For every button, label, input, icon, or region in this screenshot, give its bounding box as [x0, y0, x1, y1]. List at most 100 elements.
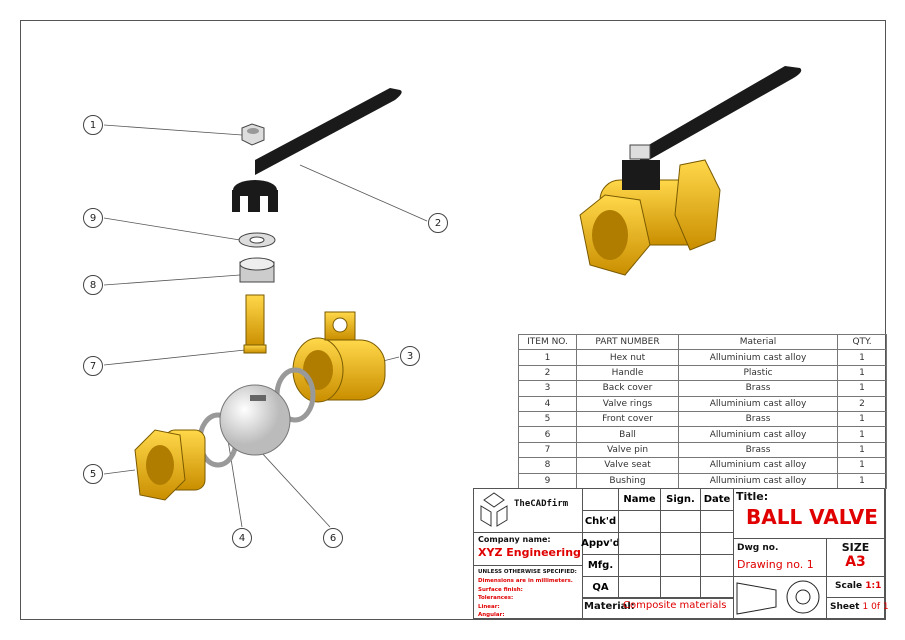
logo-cell [473, 488, 583, 533]
bom-cell: 8 [518, 457, 577, 474]
bom-cell: 1 [837, 380, 887, 397]
approval-cell: Mfg. [582, 554, 619, 577]
hex-nut-part [241, 123, 265, 146]
bom-cell: 6 [518, 426, 577, 443]
approval-cell [618, 510, 661, 533]
balloon-9: 9 [83, 208, 103, 228]
ball-part [219, 384, 291, 456]
bom-cell: Brass [678, 441, 838, 459]
bom-cell: Brass [678, 380, 838, 397]
bushing-part [238, 232, 276, 248]
bom-cell: Valve rings [576, 395, 679, 412]
note-line: Linear: [478, 603, 500, 610]
bom-header: QTY. [837, 333, 887, 351]
bom-cell: Brass [678, 410, 838, 428]
approval-cell: Sign. [660, 488, 701, 511]
bom-cell: Plastic [678, 364, 838, 382]
approval-cell [582, 488, 619, 511]
balloon-4: 4 [232, 528, 252, 548]
balloon-2: 2 [428, 213, 448, 233]
bom-cell: Handle [576, 364, 679, 382]
size-label: SIZE [841, 541, 870, 554]
approval-cell [660, 576, 701, 599]
balloon-6: 6 [323, 528, 343, 548]
bom-cell: 7 [518, 441, 577, 459]
bom-header: Material [678, 333, 838, 351]
company-name: XYZ Engineering [478, 546, 581, 559]
drawing-border [20, 20, 886, 620]
approval-cell [700, 554, 734, 577]
approval-cell: Date [700, 488, 734, 511]
bom-cell: 2 [518, 364, 577, 382]
approval-cell [700, 510, 734, 533]
balloon-5: 5 [83, 464, 103, 484]
drawing-title: BALL VALVE [746, 505, 878, 529]
approval-cell [618, 554, 661, 577]
bom-cell: 1 [837, 349, 887, 366]
scale-field: Scale 1:1 [835, 581, 881, 591]
note-line: Tolerances: [478, 595, 514, 601]
approval-cell [618, 532, 661, 555]
sheet-label: Sheet [830, 602, 860, 612]
front-cover-part [134, 429, 206, 501]
approval-cell [700, 532, 734, 555]
back-cover-part [292, 311, 386, 403]
projection-cell [733, 576, 827, 619]
bom-cell: Alluminium cast alloy [678, 395, 838, 412]
approval-cell: Chk'd [582, 510, 619, 533]
sheet-value: 1 0f 1 [862, 602, 889, 612]
material-label: Material: [584, 601, 635, 612]
scale-label: Scale [835, 581, 863, 591]
company-label: Company name: [478, 535, 551, 544]
balloon-1: 1 [83, 115, 103, 135]
bom-cell: 1 [837, 457, 887, 474]
notes-header: UNLESS OTHERWISE SPECIFIED: [478, 569, 577, 575]
bom-cell: Ball [576, 426, 679, 443]
bom-cell: Back cover [576, 380, 679, 397]
bom-header-row: ITEM NO. PART NUMBER Material QTY. [518, 333, 887, 351]
bom-header: ITEM NO. [518, 333, 577, 351]
dwg-number: Drawing no. 1 [737, 558, 814, 571]
logo-name: TheCADfirm [514, 499, 569, 509]
bom-cell: 1 [837, 410, 887, 428]
valve-pin-part [243, 294, 267, 354]
bom-cell: Bushing [576, 472, 679, 489]
note-line: Dimensions are in millimeters. [478, 578, 573, 584]
bom-cell: 1 [518, 349, 577, 366]
approval-cell: Name [618, 488, 661, 511]
bom-cell: 3 [518, 380, 577, 397]
bom-header: PART NUMBER [576, 333, 679, 351]
bom-cell: Alluminium cast alloy [678, 457, 838, 474]
title-label: Title: [736, 490, 769, 503]
bom-cell: 1 [837, 472, 887, 489]
approval-cell [618, 576, 661, 599]
material-value: Composite materials [623, 600, 727, 611]
bom-cell: 1 [837, 441, 887, 459]
bom-cell: 1 [837, 364, 887, 382]
balloon-3: 3 [400, 346, 420, 366]
projection-symbol [736, 580, 820, 615]
bom-cell: Valve seat [576, 457, 679, 474]
bom-cell: 4 [518, 395, 577, 412]
bom-cell: 5 [518, 410, 577, 428]
approval-cell [660, 554, 701, 577]
bom-cell: Alluminium cast alloy [678, 472, 838, 489]
balloon-7: 7 [83, 356, 103, 376]
valve-seat-part [239, 257, 275, 283]
bom-cell: 9 [518, 472, 577, 489]
bom-cell: Valve pin [576, 441, 679, 459]
note-line: Angular: [478, 612, 505, 618]
scale-value: 1:1 [865, 581, 882, 591]
dwg-label: Dwg no. [737, 543, 779, 553]
balloon-8: 8 [83, 275, 103, 295]
bom-cell: 1 [837, 426, 887, 443]
